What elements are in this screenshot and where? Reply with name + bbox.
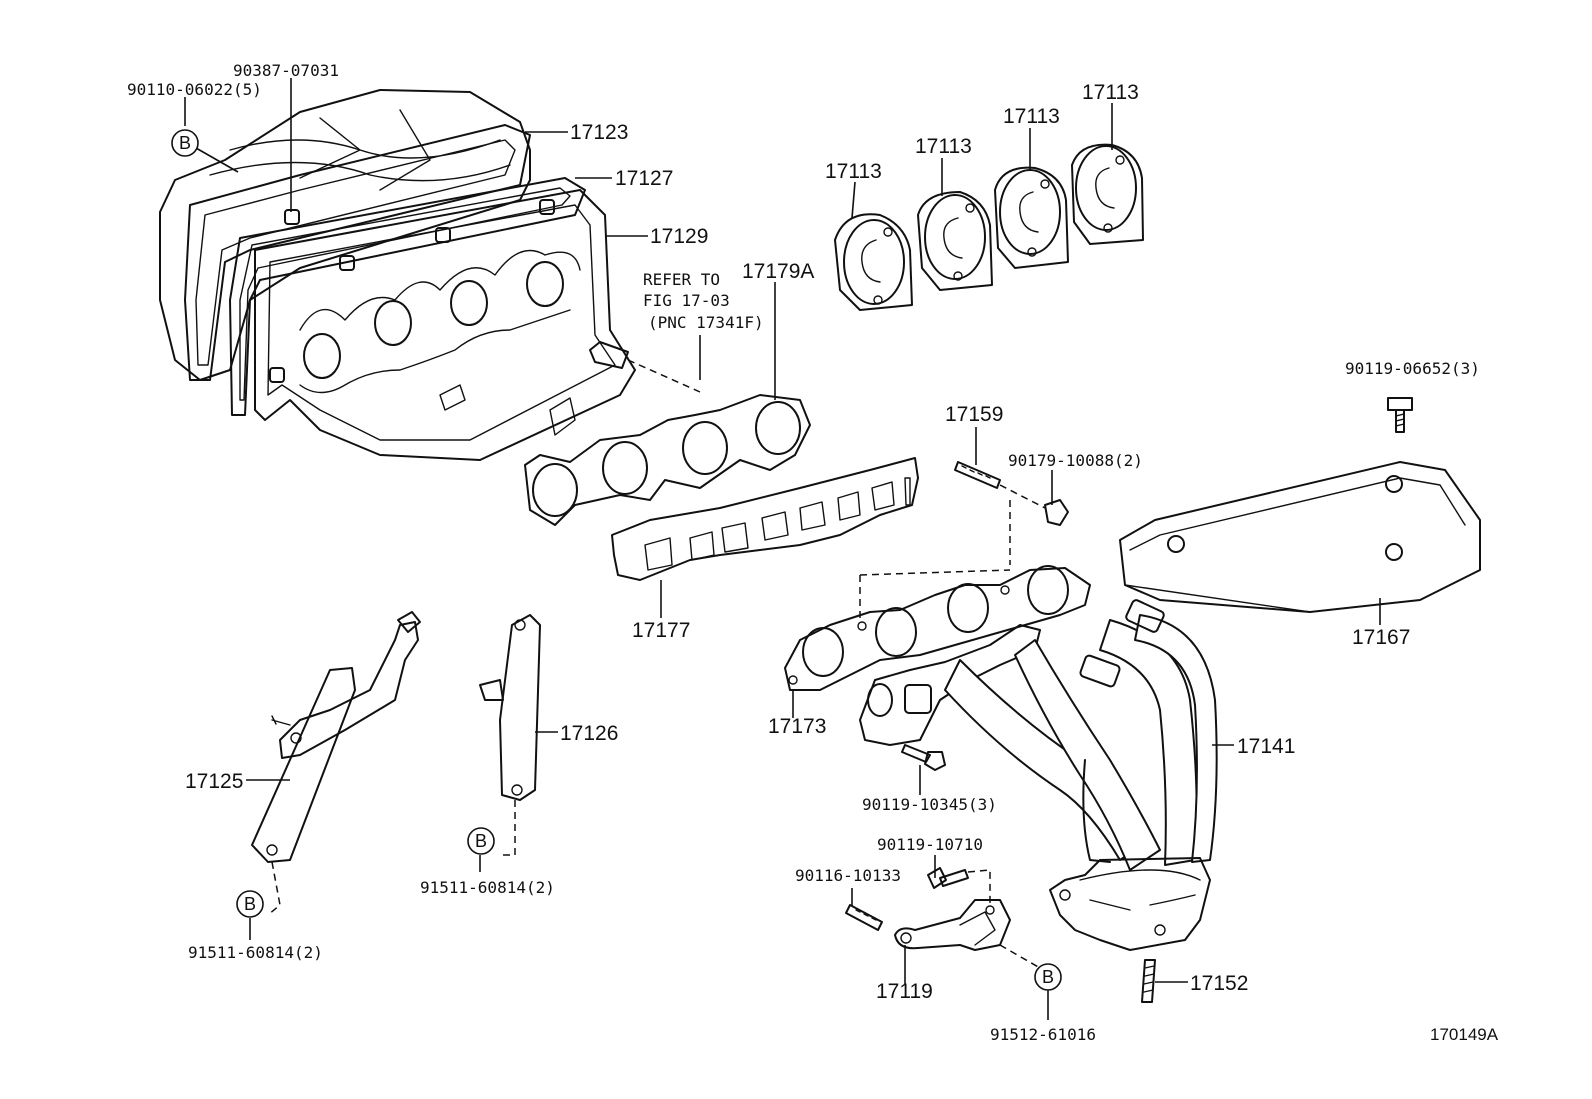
insulator-rib <box>379 109 431 191</box>
label-17126: 17126 <box>560 722 618 745</box>
stay-17125-dash <box>267 861 281 916</box>
exhaust-manifold-17141 <box>784 565 1218 951</box>
label-90387-07031: 90387-07031 <box>233 61 339 80</box>
flange-dash <box>859 569 1011 576</box>
gasket-frame-inner <box>195 139 516 366</box>
label-17113-b: 17113 <box>915 135 972 158</box>
svg-text:B: B <box>179 133 191 153</box>
svg-text:B: B <box>1042 967 1054 987</box>
label-91511-60814-a: 91511-60814(2) <box>420 878 555 897</box>
svg-text:B: B <box>244 894 256 914</box>
label-17123: 17123 <box>570 121 628 144</box>
label-90119-06652: 90119-06652(3) <box>1345 359 1480 378</box>
refer-line-1: REFER TO <box>643 270 720 289</box>
label-90116-10133: 90116-10133 <box>795 866 901 885</box>
label-17167: 17167 <box>1352 626 1410 649</box>
upper-heat-insulator-group <box>159 89 701 461</box>
port-gasket <box>994 166 1069 269</box>
pipe-stub <box>589 341 629 369</box>
stud-17159 <box>954 461 1001 489</box>
label-17177: 17177 <box>632 619 690 642</box>
gasket-frame-17123 <box>184 124 531 381</box>
label-17129: 17129 <box>650 225 708 248</box>
label-17141: 17141 <box>1237 735 1295 758</box>
insulator-17129-edge <box>267 204 616 441</box>
label-90119-10345: 90119-10345(3) <box>862 795 997 814</box>
insulator-rib <box>209 161 511 182</box>
bracket-17119 <box>894 899 1011 951</box>
bracket-dash-2 <box>999 944 1041 969</box>
nut-90179 <box>1044 499 1069 526</box>
refer-line-3: (PNC 17341F) <box>648 313 764 332</box>
part-labels: 90387-07031 90110-06022(5) 17123 17127 1… <box>127 61 1480 1044</box>
label-91512-61016: 91512-61016 <box>990 1025 1096 1044</box>
insulator-shell <box>159 89 531 381</box>
label-17125: 17125 <box>185 770 243 793</box>
label-90119-10710: 90119-10710 <box>877 835 983 854</box>
clamp <box>1125 599 1165 633</box>
port-gasket <box>1071 143 1144 245</box>
label-17119: 17119 <box>876 980 933 1003</box>
clamp <box>1079 654 1121 688</box>
label-17173: 17173 <box>768 715 826 738</box>
port-gasket <box>834 213 913 311</box>
label-17127: 17127 <box>615 167 673 190</box>
figure-id: 170149A <box>1430 1025 1499 1044</box>
gasket-17177 <box>611 457 919 581</box>
refer-note: REFER TO FIG 17-03 (PNC 17341F) <box>643 270 764 332</box>
label-17113-c: 17113 <box>1003 105 1060 128</box>
stay-17125 <box>251 611 421 863</box>
label-17113-a: 17113 <box>825 160 882 183</box>
svg-text:B: B <box>475 831 487 851</box>
bracket-tab <box>549 397 576 436</box>
ref-marker-b-3: B <box>236 890 264 918</box>
refer-leader-dash <box>627 359 701 393</box>
label-91511-60814-b: 91511-60814(2) <box>188 943 323 962</box>
insulator-bosses <box>269 199 555 383</box>
stud-dash <box>999 484 1046 509</box>
label-17179A: 17179A <box>742 260 814 283</box>
heat-insulator-17167 <box>1119 461 1481 613</box>
bolt-90119-10710 <box>927 867 969 889</box>
stay-17126-dash <box>500 800 516 856</box>
port-gasket <box>917 191 993 291</box>
bracket-tab <box>439 384 466 411</box>
leader-lines <box>184 78 1381 1020</box>
label-17152: 17152 <box>1190 972 1248 995</box>
ref-marker-b-4: B <box>1034 963 1062 991</box>
insulator-ports <box>299 249 581 394</box>
label-90110-06022: 90110-06022(5) <box>127 80 262 99</box>
bolt-90119-06652 <box>1387 397 1413 433</box>
ref-marker-b-2: B <box>467 827 495 855</box>
ref-marker-b-1: B <box>171 129 199 157</box>
refer-line-2: FIG 17-03 <box>643 291 730 310</box>
pipe-2 <box>1014 639 1161 871</box>
stud-17152 <box>1141 959 1156 1003</box>
outlet-flange <box>1049 857 1211 951</box>
label-17159: 17159 <box>945 403 1003 426</box>
stay-17126 <box>479 614 541 801</box>
heat-insulator-17129 <box>254 189 636 461</box>
insulator-rib <box>229 139 501 159</box>
clamp <box>904 684 932 714</box>
port-gaskets-17113 <box>834 143 1144 311</box>
label-90179-10088: 90179-10088(2) <box>1008 451 1143 470</box>
gasket-17179A <box>524 394 811 526</box>
insulator-rib <box>299 117 361 179</box>
bolt-90119-10345 <box>901 744 946 771</box>
stud-90116-10133 <box>845 904 883 931</box>
label-17113-d: 17113 <box>1082 81 1139 104</box>
